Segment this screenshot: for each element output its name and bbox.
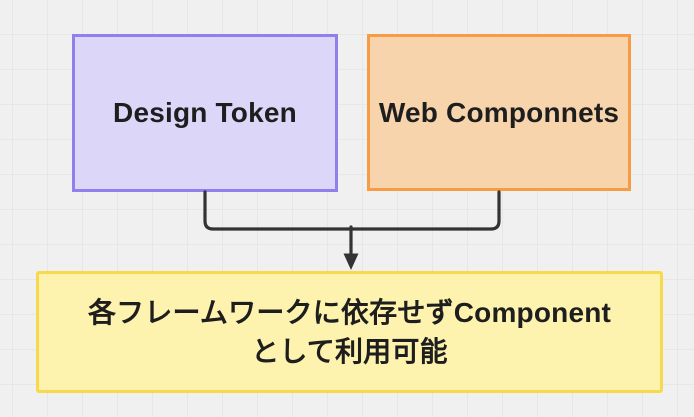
node-result[interactable]: 各フレームワークに依存せずComponent として利用可能 [36,271,663,393]
node-design-token[interactable]: Design Token [72,34,338,192]
node-result-label-line-2: として利用可能 [251,336,448,367]
node-result-label: 各フレームワークに依存せずComponent として利用可能 [88,293,611,371]
node-web-components[interactable]: Web Componnets [367,34,631,191]
node-design-token-label: Design Token [113,97,297,129]
merge-connector-line [203,190,501,231]
node-web-components-label: Web Componnets [378,96,620,128]
arrowhead-icon [343,253,359,270]
node-result-label-line-1: 各フレームワークに依存せずComponent [87,296,612,328]
